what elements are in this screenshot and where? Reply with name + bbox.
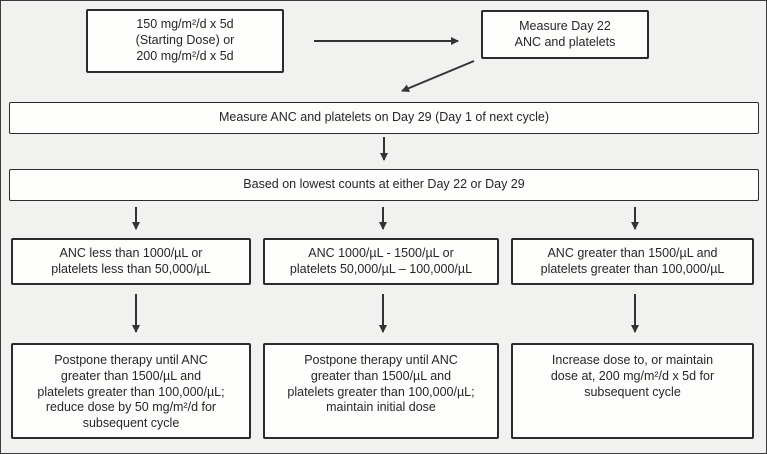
action-maintain-text: Postpone therapy until ANC greater than …: [287, 353, 475, 415]
anc-high-text: ANC greater than 1500/µL and platelets g…: [540, 245, 725, 276]
starting-dose-text: 150 mg/m²/d x 5d (Starting Dose) or 200 …: [135, 17, 235, 63]
anc-low-text: ANC less than 1000/µL or platelets less …: [51, 245, 211, 276]
flow-box-starting-dose: 150 mg/m²/d x 5d (Starting Dose) or 200 …: [86, 9, 284, 73]
flow-box-measure-day22: Measure Day 22 ANC and platelets: [481, 10, 649, 59]
flow-box-anc-high: ANC greater than 1500/µL and platelets g…: [511, 238, 754, 285]
action-increase-text: Increase dose to, or maintain dose at, 2…: [550, 353, 715, 399]
flow-box-measure-day29: Measure ANC and platelets on Day 29 (Day…: [9, 102, 759, 134]
anc-mid-text: ANC 1000/µL - 1500/µL or platelets 50,00…: [289, 245, 473, 276]
flow-box-anc-mid: ANC 1000/µL - 1500/µL or platelets 50,00…: [263, 238, 499, 285]
flow-box-anc-low: ANC less than 1000/µL or platelets less …: [11, 238, 251, 285]
measure-day29-text: Measure ANC and platelets on Day 29 (Day…: [218, 110, 550, 125]
flow-box-action-maintain-dose: Postpone therapy until ANC greater than …: [263, 343, 499, 439]
action-reduce-text: Postpone therapy until ANC greater than …: [37, 353, 225, 430]
lowest-counts-text: Based on lowest counts at either Day 22 …: [243, 177, 525, 192]
flow-box-lowest-counts: Based on lowest counts at either Day 22 …: [9, 169, 759, 201]
flow-box-action-increase-dose: Increase dose to, or maintain dose at, 2…: [511, 343, 754, 439]
arrow-measure22-to-day29: [401, 60, 475, 92]
measure-day22-text: Measure Day 22 ANC and platelets: [514, 18, 616, 49]
flow-box-action-reduce-dose: Postpone therapy until ANC greater than …: [11, 343, 251, 439]
